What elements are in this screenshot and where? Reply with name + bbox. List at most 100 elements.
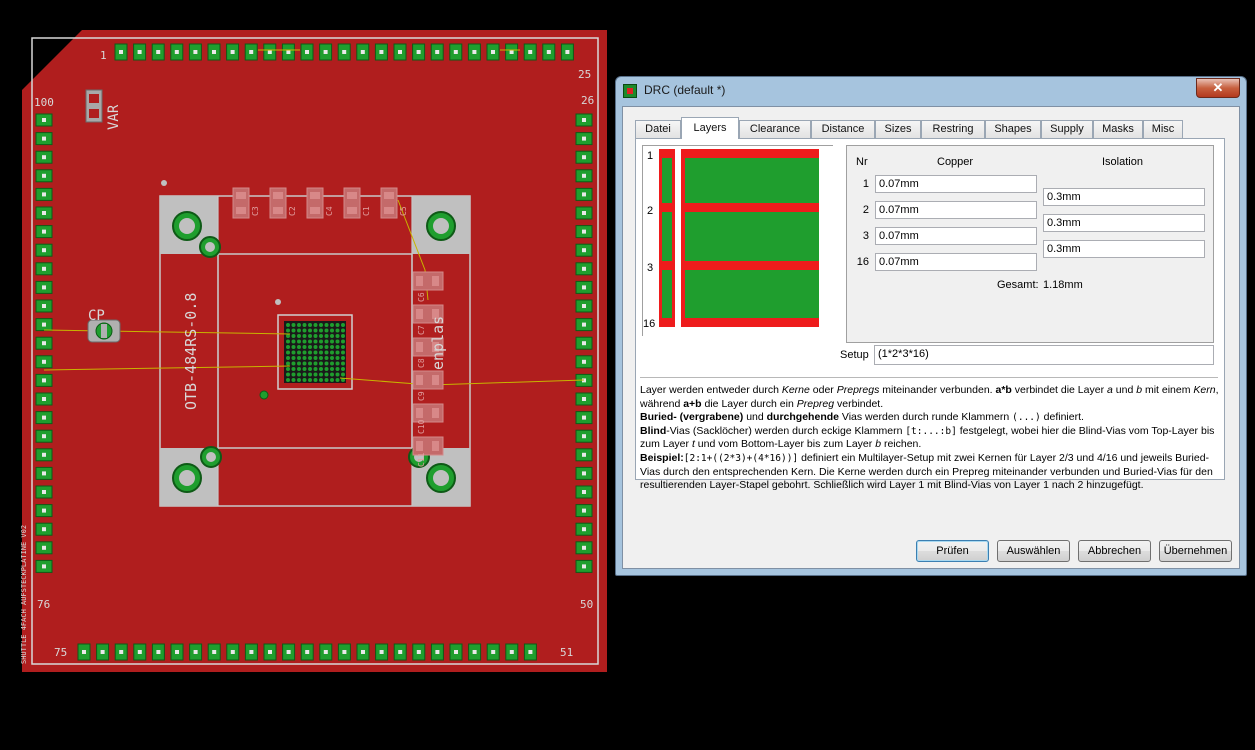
copper-input-3[interactable]: 0.07mm (875, 227, 1037, 245)
bga-ball (291, 367, 296, 371)
help-paragraph-blind: Blind-Vias (Sacklöcher) werden durch eck… (640, 424, 1215, 451)
tab-datei[interactable]: Datei (635, 120, 681, 138)
tab-layers[interactable]: Layers (681, 117, 739, 139)
bga-ball (330, 378, 334, 382)
bga-ball (308, 339, 312, 344)
smd-pad (35, 373, 53, 387)
tab-supply[interactable]: Supply (1041, 120, 1093, 138)
smd-pad (393, 43, 407, 61)
row-number: 2 (862, 204, 869, 216)
bga-ball (324, 350, 329, 355)
bga-ball (330, 323, 334, 327)
row-number: 16 (856, 256, 869, 268)
total-label: Gesamt: (997, 279, 1039, 291)
smd-pad (505, 43, 519, 61)
smd-pad (319, 643, 333, 661)
bga-footprint (277, 314, 353, 390)
bga-ball (313, 361, 318, 366)
bga-ball (291, 350, 296, 355)
cp-capacitor (87, 319, 121, 343)
smd-pad (151, 43, 165, 61)
smd-pad (523, 643, 537, 661)
tab-shapes[interactable]: Shapes (985, 120, 1041, 138)
bga-ball (302, 378, 307, 382)
bga-ball (291, 356, 296, 360)
smd-pad (575, 429, 593, 443)
copper-input-16[interactable]: 0.07mm (875, 253, 1037, 271)
dialog-titlebar[interactable]: DRC (default *) ✕ (616, 77, 1246, 103)
smd-pad (300, 643, 314, 661)
cap-label: C6 (417, 292, 426, 302)
bga-ball (291, 323, 296, 327)
bga-ball (319, 372, 323, 377)
bga-ball (286, 334, 290, 338)
smd-pad (337, 643, 351, 661)
bga-ball (291, 334, 296, 338)
bga-ball (302, 350, 307, 355)
smd-pad (35, 411, 53, 425)
smd-pad (575, 318, 593, 332)
smd-pad (575, 225, 593, 239)
smd-pad (575, 541, 593, 555)
var-label: VAR (106, 104, 122, 130)
tab-distance[interactable]: Distance (811, 120, 875, 138)
tab-sizes[interactable]: Sizes (875, 120, 921, 138)
auswaehlen-button[interactable]: Auswählen (997, 540, 1070, 562)
total-value: 1.18mm (1043, 279, 1083, 291)
smd-pad (575, 132, 593, 146)
smd-pad (356, 43, 370, 61)
smd-pad (133, 643, 147, 661)
bga-ball (335, 323, 340, 327)
copper-input-2[interactable]: 0.07mm (875, 201, 1037, 219)
bga-ball (297, 328, 301, 333)
pin-label-left-top: 100 (34, 96, 54, 109)
fiducial (161, 180, 167, 186)
isolation-input-3-16[interactable]: 0.3mm (1043, 240, 1205, 258)
bga-ball (341, 350, 345, 355)
uebernehmen-button[interactable]: Übernehmen (1159, 540, 1232, 562)
layers-tab-panel: 1 2 3 16 Nr Copper Isolation 1 0.07mm 2 … (635, 138, 1225, 491)
smd-pad (35, 132, 53, 146)
smd-pad (575, 150, 593, 164)
bga-ball (319, 345, 323, 349)
tab-misc[interactable]: Misc (1143, 120, 1183, 138)
bga-ball (297, 356, 301, 360)
tab-clearance[interactable]: Clearance (739, 120, 811, 138)
bga-ball (335, 378, 340, 382)
bga-ball (313, 339, 318, 344)
smd-pad (35, 448, 53, 462)
close-button[interactable]: ✕ (1196, 78, 1240, 98)
bga-ball (302, 334, 307, 338)
pruefen-button[interactable]: Prüfen (916, 540, 989, 562)
isolation-input-1-2[interactable]: 0.3mm (1043, 188, 1205, 206)
bga-ball (313, 367, 318, 371)
smd-pad (393, 643, 407, 661)
smd-pad (207, 643, 221, 661)
enplas-label: enplas (429, 316, 447, 370)
cap-footprint: C4 (306, 187, 334, 219)
stack-label-1: 1 (647, 150, 654, 162)
bga-ball (302, 323, 307, 327)
cap-footprint: C1 (343, 187, 371, 219)
tab-restring[interactable]: Restring (921, 120, 985, 138)
smd-pad (77, 643, 91, 661)
drc-dialog[interactable]: DRC (default *) ✕ Datei Layers Clearance… (615, 76, 1247, 576)
abbrechen-button[interactable]: Abbrechen (1078, 540, 1151, 562)
smd-pad (35, 187, 53, 201)
bga-ball (335, 339, 340, 344)
bga-ball (330, 356, 334, 360)
bga-ball (335, 356, 340, 360)
dialog-client: Datei Layers Clearance Distance Sizes Re… (622, 106, 1240, 569)
smd-pad (575, 262, 593, 276)
copper-input-1[interactable]: 0.07mm (875, 175, 1037, 193)
setup-input[interactable]: (1*2*3*16) (874, 345, 1214, 365)
bga-ball (291, 345, 296, 349)
smd-pad (35, 541, 53, 555)
smd-pad (151, 643, 165, 661)
bga-ball (302, 361, 307, 366)
isolation-input-2-3[interactable]: 0.3mm (1043, 214, 1205, 232)
tab-masks[interactable]: Masks (1093, 120, 1143, 138)
bga-ball (330, 339, 334, 344)
